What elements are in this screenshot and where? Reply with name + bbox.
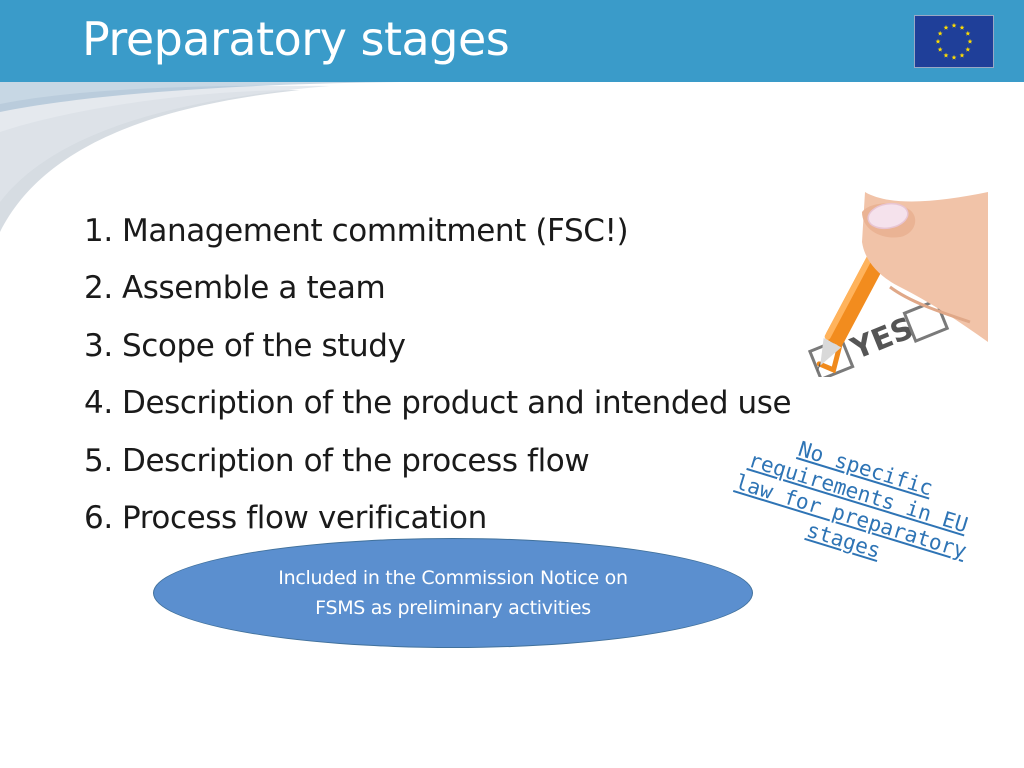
eu-star-icon [965,46,971,52]
eu-law-note[interactable]: No specific requirements in EU law for p… [713,418,996,591]
callout-line-2: FSMS as preliminary activities [315,597,591,619]
steps-list: 1.Management commitment (FSC!) 2.Assembl… [84,205,792,549]
page-title: Preparatory stages [82,12,510,66]
eu-star-icon [959,52,965,58]
list-item: 4.Description of the product and intende… [84,385,792,422]
list-item: 6.Process flow verification [84,499,487,536]
eu-star-icon [935,38,941,44]
eu-star-icon [943,25,949,30]
eu-star-icon [943,52,949,58]
list-item: 3.Scope of the study [84,327,406,364]
decorative-swoosh [0,82,400,232]
list-item: 5.Description of the process flow [84,442,590,479]
header-bar: Preparatory stages [0,0,1024,82]
eu-star-icon [937,46,943,52]
eu-star-icon [951,22,957,28]
list-item: 1.Management commitment (FSC!) [84,213,629,249]
preliminary-activities-callout: Included in the Commission Notice on FSM… [153,538,753,648]
eu-flag-icon [914,15,994,68]
eu-star-icon [967,38,973,44]
hand-pen-checkbox-icon: YES [770,192,988,382]
eu-star-icon [959,25,965,30]
eu-star-icon [937,30,943,36]
callout-line-1: Included in the Commission Notice on [278,567,628,589]
eu-star-icon [965,30,971,36]
eu-star-icon [951,54,957,60]
list-item: 2.Assemble a team [84,270,386,307]
